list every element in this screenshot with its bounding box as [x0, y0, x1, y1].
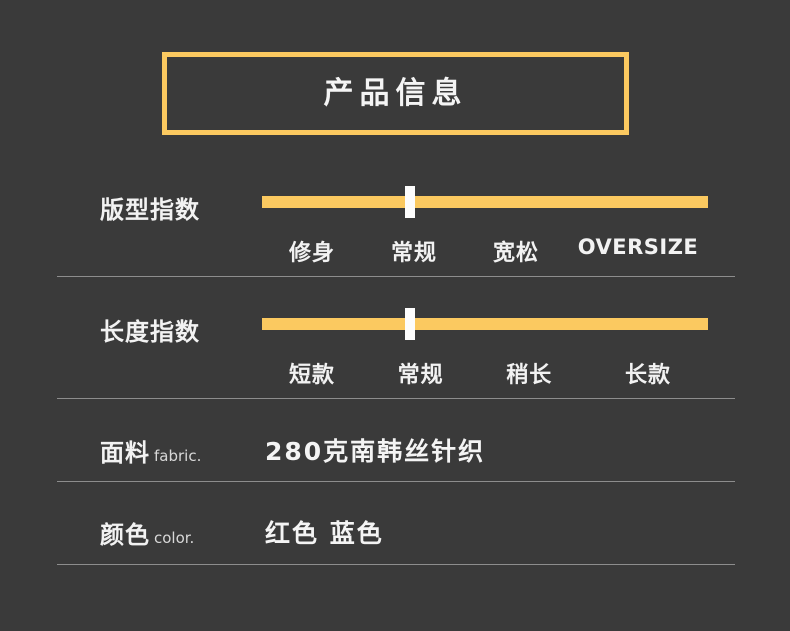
scale-label: 修身 [288, 241, 335, 266]
row-divider [57, 564, 735, 565]
length-index-scale: 短款 常规 稍长 长款 [262, 357, 708, 389]
scale-label: 常规 [397, 363, 444, 388]
page-title: 产品信息 [323, 75, 468, 111]
scale-label: 宽松 [492, 241, 539, 266]
fit-index-slider[interactable] [262, 186, 708, 218]
scale-label: 稍长 [506, 363, 553, 388]
fit-index-slider-thumb[interactable] [405, 186, 415, 218]
scale-label: 常规 [390, 241, 437, 266]
row-divider [57, 481, 735, 482]
fit-index-slider-track [262, 196, 708, 208]
row-length-index-label: 长度指数 [100, 318, 200, 346]
row-divider [57, 398, 735, 399]
length-index-slider[interactable] [262, 308, 708, 340]
row-color-value: 红色 蓝色 [265, 519, 384, 548]
fit-index-scale: 修身 常规 宽松 OVERSIZE [262, 235, 708, 267]
row-fabric-sublabel: fabric. [154, 447, 202, 465]
length-index-slider-thumb[interactable] [405, 308, 415, 340]
row-fabric-value: 280克南韩丝针织 [265, 437, 486, 466]
row-fit-index-label: 版型指数 [100, 196, 200, 224]
page-title-box: 产品信息 [162, 52, 629, 135]
row-divider [57, 276, 735, 277]
row-color-sublabel: color. [154, 529, 195, 547]
scale-label: 短款 [288, 363, 335, 388]
length-index-slider-track [262, 318, 708, 330]
scale-label: 长款 [624, 363, 671, 388]
scale-label: OVERSIZE [577, 235, 699, 259]
